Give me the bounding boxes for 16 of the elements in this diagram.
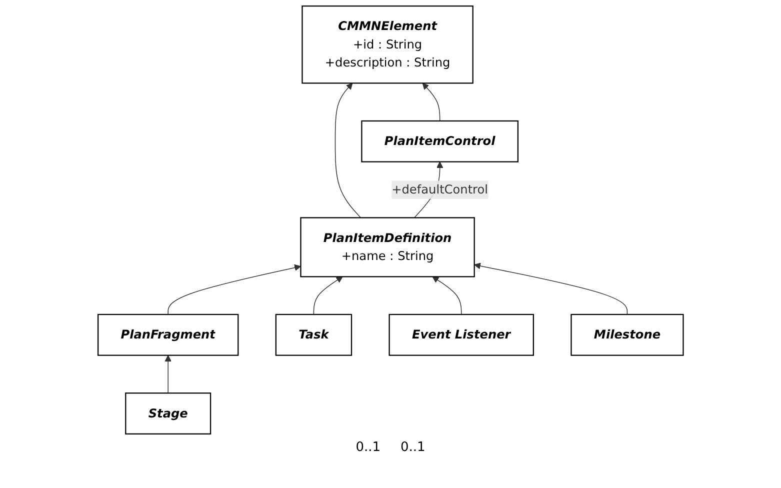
- arrow: [164, 355, 172, 394]
- node-box: PlanFragment: [97, 314, 239, 356]
- multiplicity-label: 0..1: [400, 440, 426, 455]
- arrow: [168, 264, 301, 315]
- arrow: [422, 82, 440, 122]
- arrow: [313, 276, 343, 315]
- arrow: [432, 276, 462, 315]
- arrow: [334, 82, 361, 218]
- edge-label: +defaultControl: [391, 182, 488, 197]
- node-box: Stage: [124, 392, 211, 434]
- node-box: PlanItemControl: [361, 120, 518, 162]
- node-box: Milestone: [570, 314, 684, 356]
- node-box: CMMNElement +id : String +description : String: [302, 6, 474, 84]
- multiplicity-label: 0..1: [356, 440, 380, 455]
- node-box: PlanItemDefinition +name : String: [300, 217, 475, 278]
- arrow: [474, 262, 628, 315]
